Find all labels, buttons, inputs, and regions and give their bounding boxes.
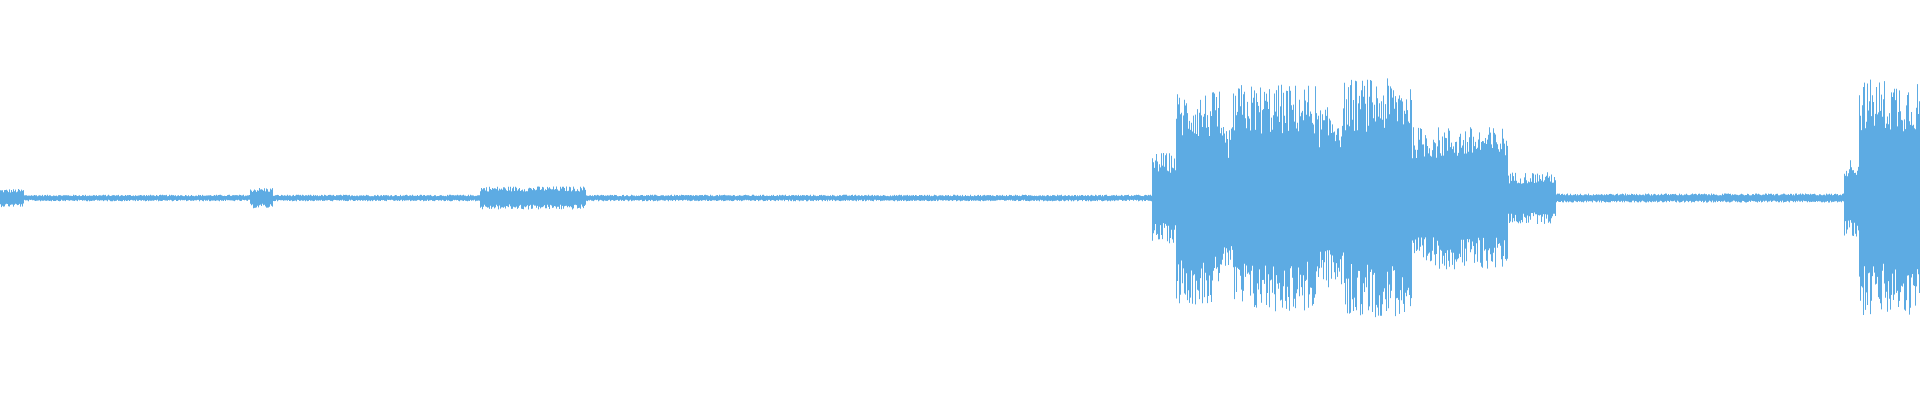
waveform-trace <box>0 78 1920 318</box>
